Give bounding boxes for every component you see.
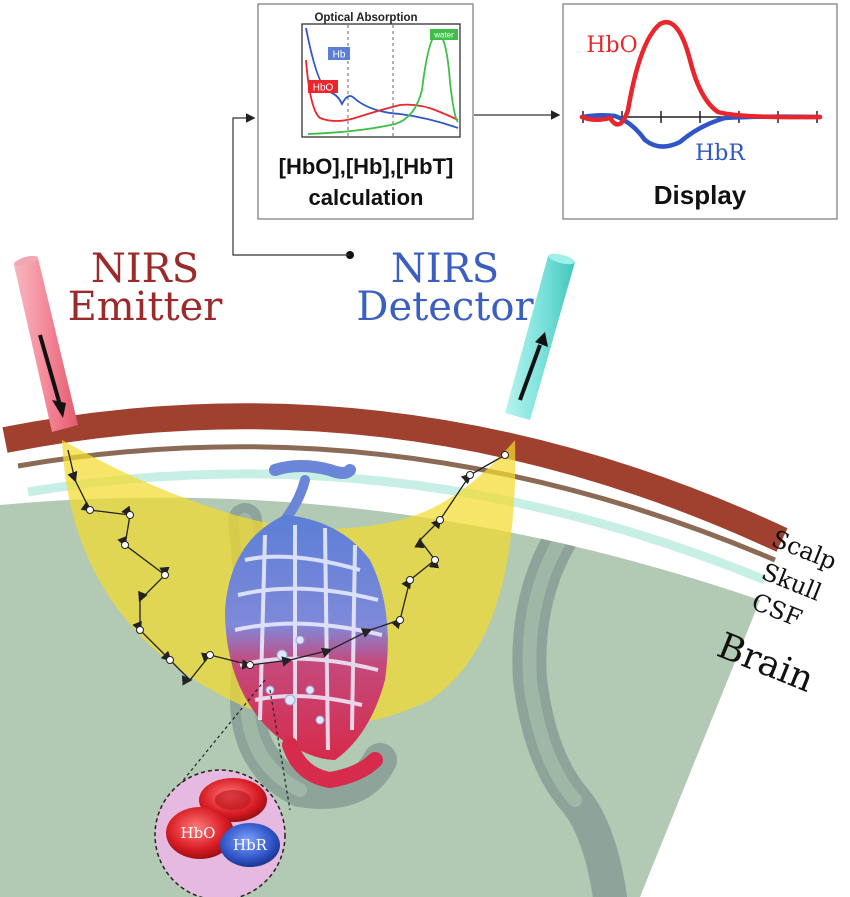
display-panel: HbO HbR Display [562,3,838,220]
photon-path [67,449,509,686]
detector-probe [505,253,575,420]
calc-caption-line1: [HbO],[Hb],[HbT] [279,154,454,179]
absorption-plot-frame [301,23,461,138]
hbo-curve [305,59,459,122]
display-hbo-label: HbO [586,33,637,58]
hbr-cell [220,823,280,867]
hbo-trace [579,20,823,127]
legend-water: water [433,31,454,40]
legend-hb-box [328,47,350,60]
emitter-probe [13,255,78,432]
brain-label: Brain [712,625,820,700]
emitter-label-line2: Emitter [68,284,224,330]
flow-connectors [232,110,561,259]
legend-hbo-box [308,80,338,93]
emitter-label-line1: NIRS [91,246,199,292]
display-caption: Display [654,180,747,210]
blood-cell-inset: HbO HbR [154,679,291,897]
legend-hbo: HbO [313,83,334,94]
cell-hbr-label: HbR [233,836,268,854]
detector-label-line1: NIRS [391,246,499,292]
water-curve [307,32,459,135]
legend-water-box [430,29,458,40]
absorption-panel: Optical Absorption Hb HbO water [HbO],[H… [257,3,474,220]
calc-caption-line2: calculation [309,185,424,210]
absorption-title: Optical Absorption [314,12,417,24]
scalp-layer [2,403,788,552]
display-hbr-label: HbR [695,141,746,166]
skull-layer [17,444,776,563]
legend-hb: Hb [333,50,346,61]
hbo-cell [166,807,234,859]
cell-hbo-label: HbO [181,824,216,842]
detector-label-line2: Detector [356,284,534,330]
